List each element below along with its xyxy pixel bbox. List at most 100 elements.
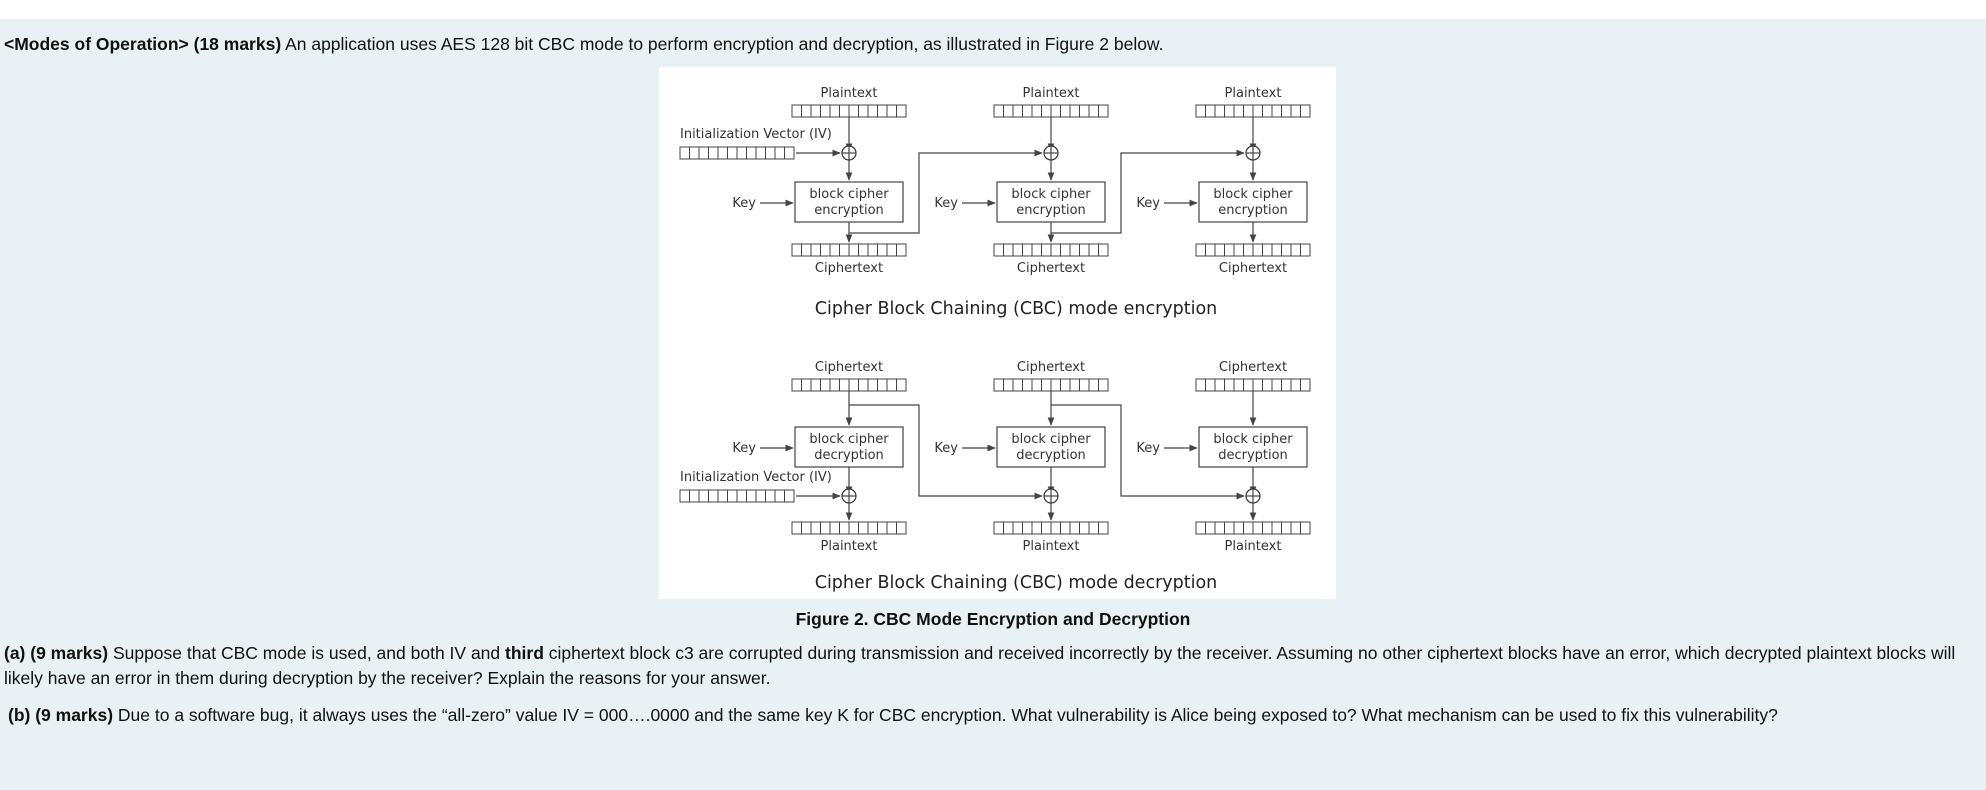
ciphertext-input-label: Ciphertext (1219, 360, 1287, 375)
plaintext-output-register (1195, 521, 1311, 535)
register-cell (727, 489, 738, 503)
chain-feedback-arrow (1051, 404, 1245, 500)
register-cell (1224, 243, 1235, 257)
register-cell (1012, 521, 1023, 535)
register-cell (829, 378, 840, 392)
register-cell (698, 146, 709, 160)
register-cell (1031, 378, 1042, 392)
plaintext-input-label: Plaintext (821, 86, 878, 101)
register-cell (727, 146, 738, 160)
block-cipher-label: block cipher (1213, 432, 1293, 447)
register-cell (774, 489, 785, 503)
register-cell (1290, 378, 1301, 392)
key-label: Key (732, 196, 756, 211)
register-cell (1079, 521, 1090, 535)
register-cell (1012, 104, 1023, 118)
register-cell (1012, 243, 1023, 257)
register-cell (810, 521, 821, 535)
register-cell (1060, 104, 1071, 118)
register-cell (1262, 521, 1273, 535)
intro-text: An application uses AES 128 bit CBC mode… (281, 34, 1164, 54)
chain-feedback-arrow (849, 149, 1043, 234)
register-cell (1003, 104, 1014, 118)
plaintext-input-label: Plaintext (1023, 86, 1080, 101)
plaintext-output-label: Plaintext (1023, 539, 1080, 554)
register-cell (1262, 243, 1273, 257)
register-cell (867, 243, 878, 257)
plaintext-output-register (791, 521, 907, 535)
iv-label: Initialization Vector (IV) (680, 127, 832, 142)
chain-feedback-arrow (849, 404, 1043, 500)
register-cell (1281, 521, 1292, 535)
question-b: (b) (9 marks) Due to a software bug, it … (8, 703, 1778, 728)
register-cell (1041, 104, 1052, 118)
ciphertext-output-label: Ciphertext (815, 261, 883, 276)
block-cipher-label: encryption (814, 203, 884, 218)
register-cell (858, 243, 869, 257)
intro-paragraph: <Modes of Operation> (18 marks) An appli… (4, 32, 1163, 57)
block-cipher-decryption-box (794, 426, 904, 468)
register-cell (1300, 104, 1311, 118)
register-cell (1050, 521, 1061, 535)
ciphertext-input-register (1195, 378, 1311, 392)
register-cell (689, 146, 700, 160)
register-cell (877, 521, 888, 535)
page-content: <Modes of Operation> (18 marks) An appli… (0, 19, 1986, 790)
register-cell (765, 489, 776, 503)
register-cell (839, 521, 850, 535)
register-cell (1098, 104, 1109, 118)
register-cell (1252, 378, 1263, 392)
plaintext-output-label: Plaintext (1225, 539, 1282, 554)
register-cell (1252, 243, 1263, 257)
register-cell (1224, 104, 1235, 118)
register-cell (784, 146, 795, 160)
block-cipher-label: encryption (1016, 203, 1086, 218)
block-cipher-label: decryption (1016, 448, 1086, 463)
register-cell (1243, 378, 1254, 392)
register-cell (1205, 243, 1216, 257)
ciphertext-input-register (791, 378, 907, 392)
register-cell (1290, 521, 1301, 535)
block-cipher-encryption-box (1198, 181, 1308, 223)
register-cell (877, 104, 888, 118)
register-cell (886, 521, 897, 535)
register-cell (1098, 378, 1109, 392)
register-cell (1224, 521, 1235, 535)
register-cell (791, 521, 802, 535)
question-a-text-before: Suppose that CBC mode is used, and both … (108, 643, 505, 663)
register-cell (1088, 243, 1099, 257)
register-cell (1079, 104, 1090, 118)
register-cell (1012, 378, 1023, 392)
register-cell (755, 146, 766, 160)
register-cell (1069, 521, 1080, 535)
register-cell (1069, 378, 1080, 392)
register-cell (1069, 243, 1080, 257)
plaintext-input-register (993, 104, 1109, 118)
register-cell (791, 104, 802, 118)
register-cell (1224, 378, 1235, 392)
ciphertext-output-label: Ciphertext (1219, 261, 1287, 276)
register-cell (810, 104, 821, 118)
register-cell (820, 521, 831, 535)
register-cell (1088, 521, 1099, 535)
register-cell (746, 489, 757, 503)
register-cell (1098, 521, 1109, 535)
cbc-diagram-svg: Plaintext block cipher encryption KeyCipher… (679, 86, 1311, 593)
iv-register (679, 489, 795, 503)
block-cipher-decryption-box (996, 426, 1106, 468)
register-cell (1205, 378, 1216, 392)
register-cell (1022, 378, 1033, 392)
register-cell (1271, 378, 1282, 392)
register-cell (993, 378, 1004, 392)
register-cell (1088, 104, 1099, 118)
register-cell (1300, 378, 1311, 392)
register-cell (829, 521, 840, 535)
register-cell (848, 104, 859, 118)
register-cell (1031, 521, 1042, 535)
chain-feedback-arrow (1051, 149, 1245, 234)
ciphertext-input-label: Ciphertext (815, 360, 883, 375)
register-cell (679, 489, 690, 503)
register-cell (810, 243, 821, 257)
register-cell (1281, 378, 1292, 392)
